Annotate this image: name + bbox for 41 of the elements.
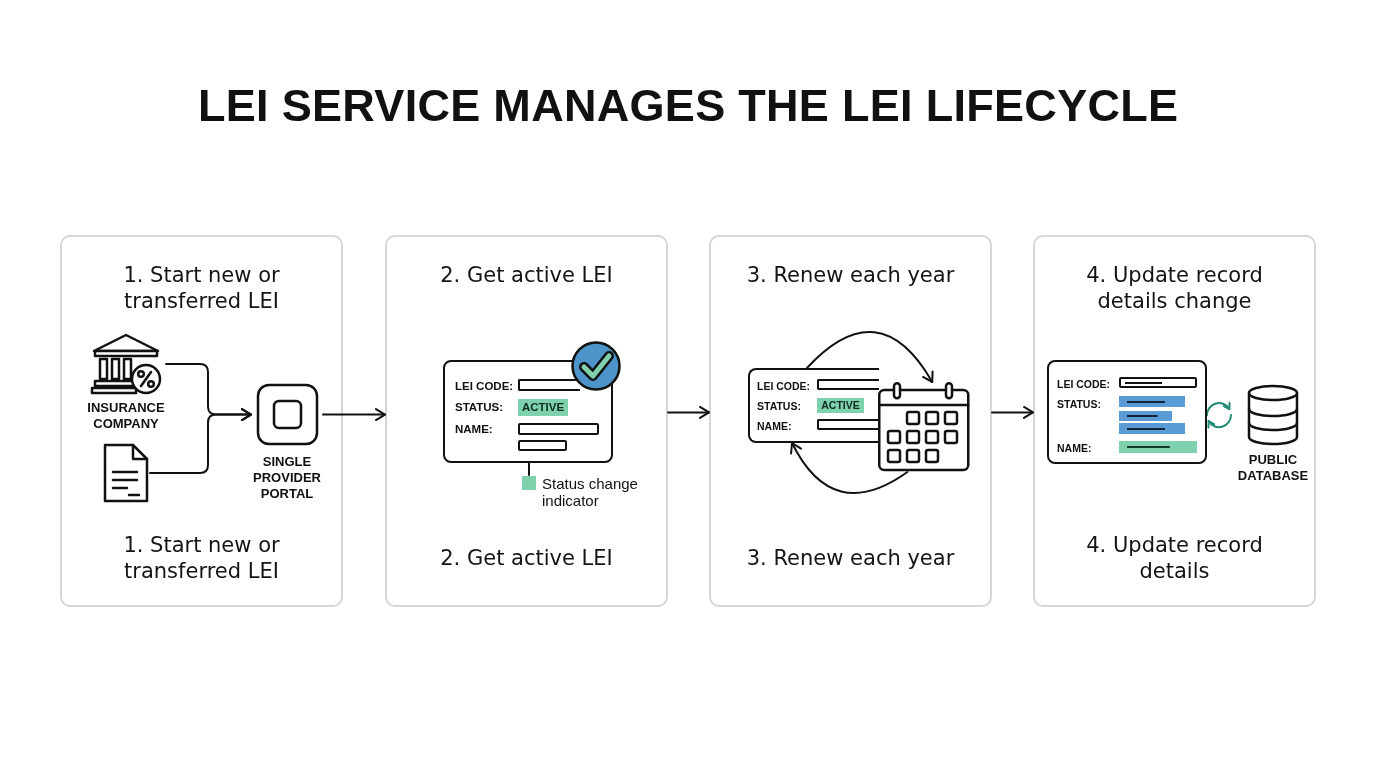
field-label: LEI CODE: [757,380,811,393]
field-label: NAME: [1057,442,1092,455]
record-card [1047,360,1207,464]
step-title: 2. Get active LEI [439,262,614,288]
field-label: LEI CODE: [455,380,514,393]
step-panel [709,235,992,607]
step-caption: 1. Start new or transferred LEI [122,532,281,584]
field-label: STATUS: [1057,398,1101,411]
field-label: STATUS: [757,400,801,413]
step-title: 3. Renew each year [746,262,955,288]
sync-arrows [1206,401,1232,429]
step-panel [1033,235,1316,607]
curved-arrow [790,442,909,494]
step-caption: 3. Renew each year [746,545,955,571]
icon-label: SINGLE PROVIDER PORTAL [252,454,322,502]
step-caption: 2. Get active LEI [439,545,614,571]
record-card [748,368,879,443]
step-caption: 4. Update record details [1085,532,1264,584]
step-title: 1. Start new or transferred LEI [122,262,281,314]
field-label: NAME: [455,423,493,436]
status-tag: ACTIVE [817,398,864,413]
icon-label: INSURANCE COMPANY [86,400,166,432]
field-label: NAME: [757,420,792,433]
status-tag: ACTIVE [518,399,568,416]
icon-label: PUBLIC DATABASE [1237,452,1309,484]
field-label: LEI CODE: [1057,378,1111,391]
step-panel [60,235,343,607]
arrow [149,408,252,474]
arrow [991,405,1034,419]
arrow [667,405,710,419]
step-title: 4. Update record details change [1085,262,1264,314]
step-panel [385,235,668,607]
record-card [443,360,613,463]
field-label: STATUS: [455,401,504,414]
document-icon [102,442,150,504]
arrow [322,408,386,422]
diagram-title: LEI SERVICE MANAGES THE LEI LIFECYCLE [198,80,1179,132]
indicator-label: Status change indicator [542,475,639,509]
calendar-icon [878,382,970,472]
input-field [518,440,567,451]
curved-arrow [805,331,934,383]
